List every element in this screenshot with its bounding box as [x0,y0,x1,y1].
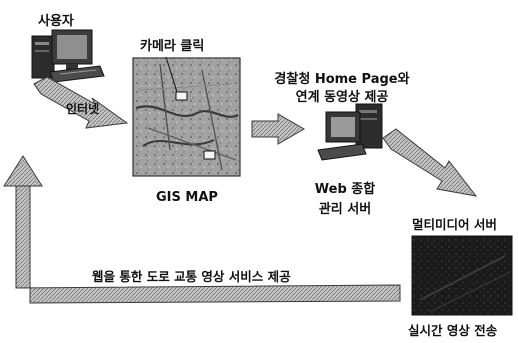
gis-map-label: GIS MAP [156,190,218,205]
multimedia-server-label: 멀티미디어 서버 [412,217,497,232]
camera-marker-icon [165,56,178,93]
internet-label: 인터넷 [66,102,100,116]
web-server-label-line2: 관리 서버 [318,202,372,217]
user-label: 사용자 [38,14,74,29]
web-server-computer-icon [317,103,383,161]
return-service-label: 웹을 통한 도로 교통 영상 서비스 제공 [92,269,291,284]
realtime-transfer-label: 실시간 영상 전송 [408,323,498,338]
user-computer-icon [31,29,105,83]
server-to-multimedia-arrow [382,128,478,197]
multimedia-video-image [411,235,513,316]
police-link-label-line1: 경찰청 Home Page와 [274,72,410,87]
map-to-server-arrow [251,113,306,145]
police-link-label-line2: 연계 동영상 제공 [295,90,389,105]
camera-click-label: 카메라 클릭 [140,39,205,54]
internet-arrow [33,76,129,129]
web-server-label-line1: Web 종합 [314,182,376,197]
return-service-arrow [3,155,401,304]
gis-map-image [132,57,241,177]
